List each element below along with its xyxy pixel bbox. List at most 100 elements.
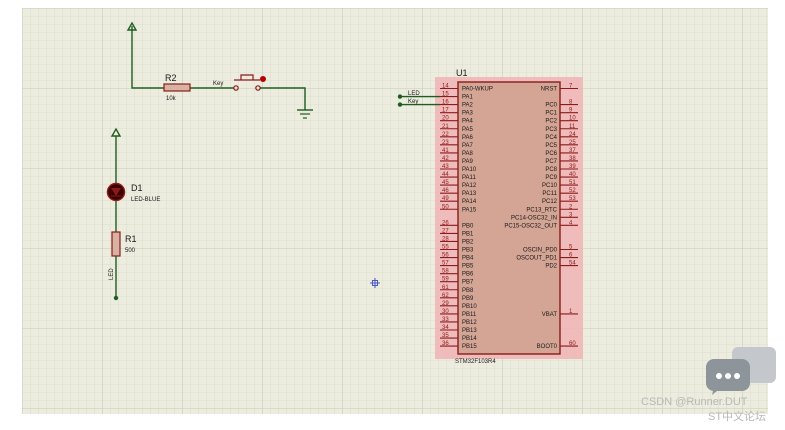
led-net-junction[interactable] xyxy=(113,295,119,301)
ic-pin-number: 16 xyxy=(442,100,449,106)
schematic-canvas[interactable]: R2 10k Key D1 LED-BLUE R1 500 LED U1 xyxy=(22,8,768,414)
ic-pin-number: 25 xyxy=(569,140,576,146)
ic-pin-number: 6 xyxy=(569,253,573,259)
resistor-r2[interactable] xyxy=(163,83,191,92)
resistor-r1[interactable] xyxy=(111,231,121,257)
power-terminal-led[interactable] xyxy=(110,127,122,148)
wire-r2-key[interactable] xyxy=(131,44,306,110)
ic-pin-number: 2 xyxy=(569,204,573,210)
ic-pin-name: BOOT0 xyxy=(537,344,558,350)
ic-pin-number: 9 xyxy=(569,108,573,114)
ic-pin-name: PB4 xyxy=(462,256,474,262)
led-net-label-left: LED xyxy=(109,268,115,280)
ic-pin-name: PB11 xyxy=(462,312,477,318)
net-label-key[interactable]: Key xyxy=(397,99,440,107)
ic-pin-number: 44 xyxy=(442,172,449,178)
ic-pin-number: 38 xyxy=(569,156,576,162)
power-terminal-top[interactable] xyxy=(126,21,138,44)
grid xyxy=(22,8,768,414)
ic-pin-name: PB12 xyxy=(462,320,477,326)
ic-pin-name: PB8 xyxy=(462,288,474,294)
ic-pin-name: PA9 xyxy=(462,159,474,165)
ic-pin-name: PA3 xyxy=(462,111,474,117)
ic-pin-name: PD2 xyxy=(545,264,557,270)
ic-pin-name: PC13_RTC xyxy=(526,207,557,213)
net-label-led[interactable]: LED xyxy=(397,91,440,99)
ic-pin-number: 28 xyxy=(442,236,449,242)
ic-pin-number: 46 xyxy=(442,188,449,194)
ic-pin-name: PC6 xyxy=(545,151,557,157)
ic-pin-name: PB15 xyxy=(462,344,477,350)
ic-pin-number: 11 xyxy=(569,124,576,130)
ground-symbol[interactable] xyxy=(297,109,313,119)
push-button-key[interactable] xyxy=(233,74,266,91)
r1-ref: R1 xyxy=(125,234,137,244)
ic-pin-number: 14 xyxy=(442,84,449,90)
ic-pin-name: PC7 xyxy=(545,159,557,165)
ic-pin-name: PC0 xyxy=(545,103,557,109)
ic-pin-number: 10 xyxy=(569,116,576,122)
ic-pin-number: 53 xyxy=(569,196,576,202)
chat-bubble-icon xyxy=(706,347,776,395)
ic-body[interactable] xyxy=(457,81,561,355)
led-d1[interactable] xyxy=(106,182,126,202)
